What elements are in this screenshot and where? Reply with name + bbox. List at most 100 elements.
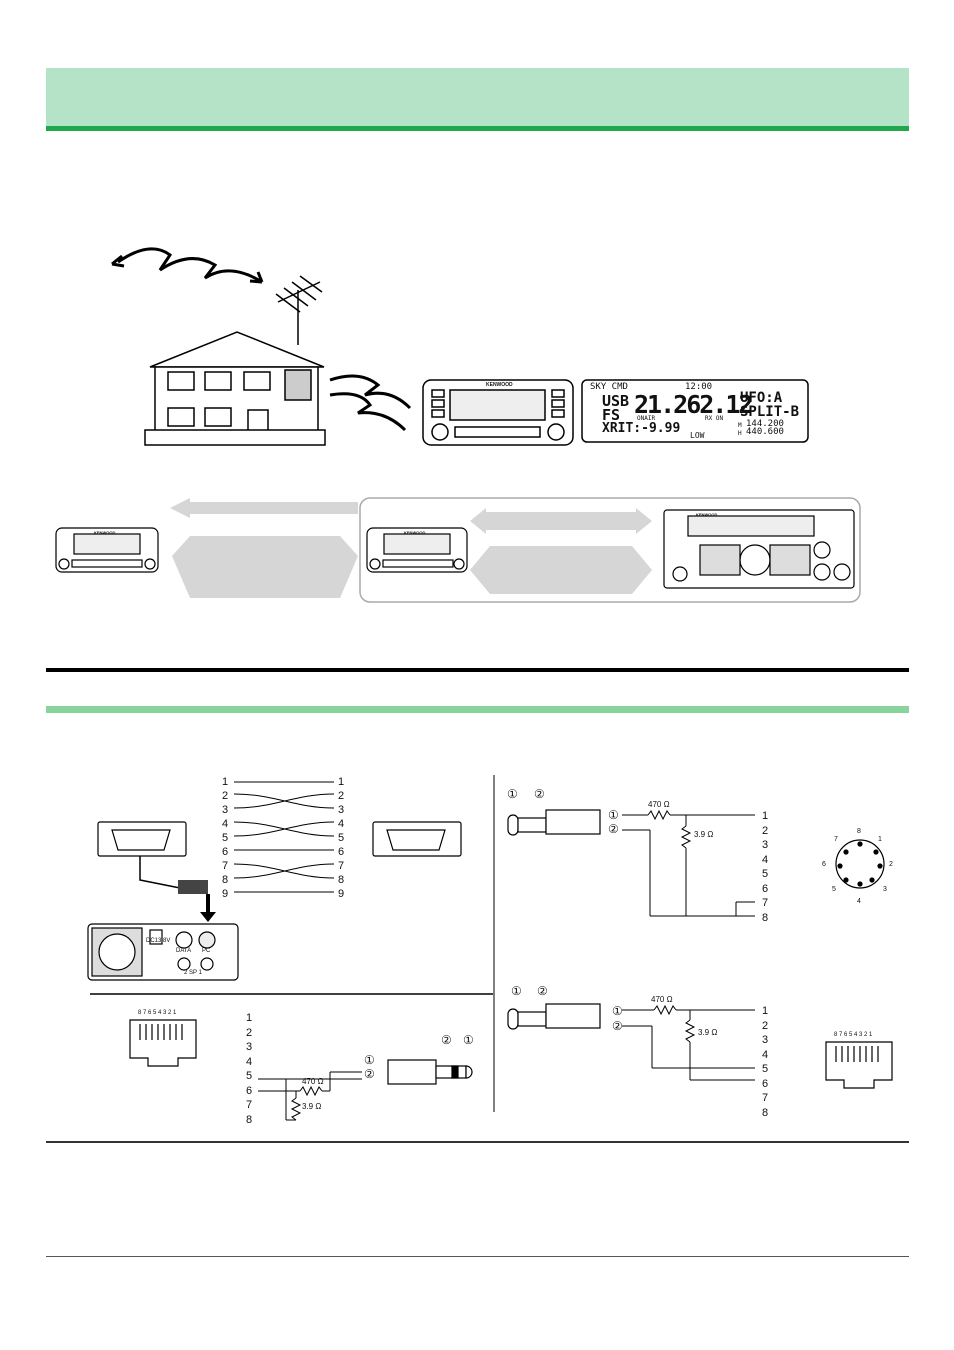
lcd-mode: USB (602, 392, 630, 410)
header-band (46, 68, 909, 126)
header-rule (46, 126, 909, 131)
section-divider (46, 668, 909, 672)
pins-bottom-right: 1 2 3 4 5 6 7 8 (762, 1004, 768, 1120)
lcd-split: SPLIT-B (740, 404, 800, 420)
resistor-470-label: 470 Ω (302, 1077, 324, 1086)
pin-label: 1 (762, 810, 769, 822)
pin-label: 2 (222, 790, 229, 802)
rear-panel (87, 923, 239, 981)
wire-marker-2: ② (608, 822, 619, 836)
resistor-39-label: 3.9 Ω (694, 830, 714, 839)
arrow-down-icon (200, 894, 216, 922)
radio-front-panel (422, 379, 574, 446)
lcd-power: LOW (690, 431, 705, 440)
jack-plug-top (507, 809, 601, 836)
pin-label: 6 (762, 1077, 769, 1090)
din-pin-5: 5 (832, 886, 836, 893)
lcd-rxon: RX ON (705, 415, 724, 422)
pin-label: 7 (762, 897, 769, 909)
lcd-xrit: XRIT:-9.99 (602, 421, 681, 436)
section-rule (46, 1141, 909, 1143)
sp-label: 2 SP 1 (184, 970, 202, 976)
pin-label: 6 (222, 846, 229, 858)
connection-diagrams (87, 775, 893, 1121)
arrow-left-icon (170, 498, 358, 518)
radio-brand-label: KENWOOD (696, 512, 718, 517)
din-pin-1: 1 (878, 836, 882, 843)
pins-bottom-left: 1 2 3 4 5 6 7 8 (246, 1011, 252, 1127)
din-pin-7: 7 (834, 836, 838, 843)
modular-jack-pin-numbers: 8 7 6 5 4 3 2 1 (138, 1010, 177, 1016)
wire-marker-1: ① (364, 1053, 375, 1067)
pin-label: 8 (222, 874, 229, 886)
radio-brand-label: KENWOOD (94, 530, 116, 535)
pin-label: 3 (762, 1034, 769, 1046)
data-port-label: DATA (176, 948, 192, 954)
modular-jack-pin-numbers: 8 7 6 5 4 3 2 1 (834, 1032, 873, 1038)
pin-label: 8 (762, 1106, 769, 1119)
pin-label: 8 (246, 1113, 253, 1126)
link-illustration (55, 497, 861, 603)
pin-label: 3 (222, 804, 229, 816)
lcd-display (581, 379, 809, 443)
lcd-mem-h: H (738, 430, 742, 437)
signal-arrows-icon (329, 374, 412, 432)
lcd-mem-h-freq: 440.600 (746, 427, 784, 437)
pin-label: 2 (762, 1019, 769, 1032)
pin-label: 1 (222, 776, 229, 788)
pin-label: 6 (762, 882, 769, 895)
pin-label: 2 (246, 1026, 253, 1039)
lcd-onair: ONAIR (637, 415, 656, 422)
mini-din-plug (178, 880, 208, 894)
resistor-39-label: 3.9 Ω (302, 1102, 322, 1111)
jack-plug-bottom-left (387, 1059, 473, 1085)
din-pin-4: 4 (857, 898, 861, 905)
crossover-pins-right: 1 2 3 4 5 6 7 8 9 (338, 775, 344, 901)
sky-command-illustration (111, 247, 809, 446)
pin-label: 5 (246, 1070, 253, 1082)
pin-label: 3 (338, 804, 345, 816)
pin-label: 1 (762, 1005, 769, 1017)
wire-marker-1: ① (608, 808, 619, 822)
dc-label: DC13.8V (146, 938, 171, 944)
pin-label: 7 (222, 860, 229, 872)
handheld-radio-left (55, 527, 159, 573)
pin-label: 3 (246, 1041, 253, 1053)
footer-rule (46, 1256, 909, 1257)
handheld-radio-right (366, 527, 468, 573)
jack-marker-1: ① (507, 787, 518, 801)
jack-marker-1: ① (511, 984, 522, 998)
pin-label: 6 (338, 846, 345, 858)
pin-label: 8 (762, 911, 769, 924)
db9-connector-right (372, 821, 462, 857)
radio-brand-label: KENWOOD (404, 530, 426, 535)
lcd-sky-cmd: SKY CMD (590, 382, 628, 392)
crossover-pins-left: 1 2 3 4 5 6 7 8 9 (222, 775, 228, 901)
pin-label: 9 (338, 888, 345, 900)
din-pin-3: 3 (883, 886, 887, 893)
pin-label: 5 (762, 1063, 769, 1075)
pin-label: 7 (246, 1099, 253, 1111)
din-pin-2: 2 (889, 861, 893, 868)
pin-label: 7 (338, 860, 345, 872)
pin-label: 6 (246, 1084, 253, 1097)
jack-plug-bottom-right (507, 1003, 601, 1030)
radio-wave-icon (111, 247, 264, 284)
pin-label: 9 (222, 888, 229, 900)
pin-label: 2 (762, 824, 769, 837)
arrow-left-block (172, 536, 358, 598)
jack-marker-2: ② (441, 1033, 452, 1047)
lcd-frequency: 21.262.12 (634, 390, 753, 419)
schematic-bottom-right (622, 1004, 755, 1081)
lcd-clock: 12:00 (685, 382, 713, 392)
antenna-icon (275, 275, 323, 345)
pin-label: 1 (338, 776, 345, 788)
lcd-mem-m-freq: 144.200 (746, 419, 784, 429)
pin-label: 5 (338, 832, 345, 844)
pin-label: 5 (222, 832, 229, 844)
resistor-470-label: 470 Ω (648, 800, 670, 809)
jack-marker-1: ① (463, 1033, 474, 1047)
resistor-470-label: 470 Ω (651, 995, 673, 1004)
lcd-vfo: UFO:A (740, 390, 783, 406)
pin-label: 5 (762, 868, 769, 880)
